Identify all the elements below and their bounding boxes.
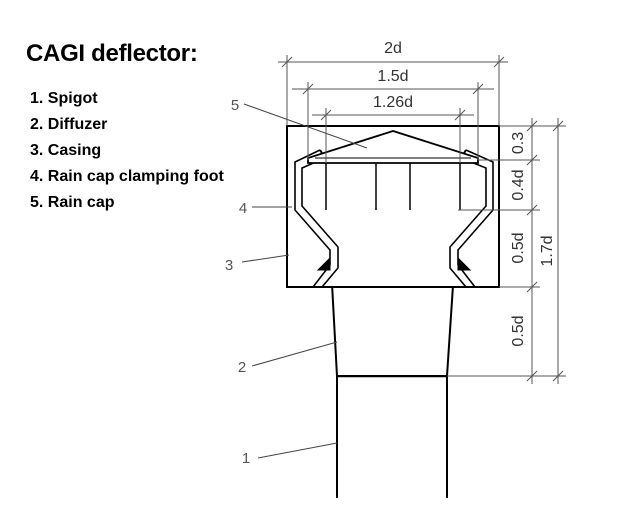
- dim-label-0-5d-lower: 0.5d: [510, 315, 527, 346]
- callout-1: 1: [242, 450, 250, 467]
- dim-2d: [278, 55, 508, 126]
- callout-2: 2: [238, 359, 246, 376]
- legend-label: Diffuzer: [47, 116, 108, 133]
- callout-leaders: [241, 103, 368, 459]
- legend-number: 5.: [30, 194, 44, 211]
- legend-label: Casing: [47, 142, 102, 159]
- parts-legend: 1. Spigot 2. Diffuzer 3. Casing 4. Rain …: [30, 86, 224, 216]
- rain-cap: [307, 130, 479, 164]
- legend-number: 4.: [30, 168, 44, 185]
- dim-1-5d: [292, 82, 494, 160]
- legend-label: Rain cap: [47, 194, 115, 211]
- callout-5: 5: [231, 97, 239, 114]
- legend-item: 2. Diffuzer: [30, 112, 224, 138]
- legend-item: 1. Spigot: [30, 86, 224, 112]
- dim-label-1-7d: 1.7d: [539, 235, 556, 266]
- callout-3: 3: [225, 257, 233, 274]
- legend-item: 3. Casing: [30, 138, 224, 164]
- dim-label-2d: 2d: [384, 40, 402, 57]
- dim-label-0-3: 0.3: [510, 132, 527, 154]
- legend-label: Rain cap clamping foot: [47, 168, 224, 185]
- dim-label-0-5d-upper: 0.5d: [510, 232, 527, 263]
- legend-number: 3.: [30, 142, 44, 159]
- callout-4: 4: [239, 200, 247, 217]
- legend-label: Spigot: [47, 90, 98, 107]
- dim-1-26d: [312, 108, 474, 163]
- rain-cap-clamping-foot: [325, 163, 461, 210]
- legend-number: 2.: [30, 116, 44, 133]
- dim-label-1-26d: 1.26d: [373, 94, 413, 111]
- spigot: [336, 374, 448, 498]
- dim-1-7d: [540, 118, 566, 384]
- dim-label-1-5d: 1.5d: [377, 68, 408, 85]
- dim-vertical-chain: [447, 118, 566, 384]
- dim-label-0-4d: 0.4d: [510, 169, 527, 200]
- legend-item: 4. Rain cap clamping foot: [30, 164, 224, 190]
- diagram-title: CAGI deflector:: [26, 40, 198, 67]
- legend-item: 5. Rain cap: [30, 190, 224, 216]
- legend-number: 1.: [30, 90, 44, 107]
